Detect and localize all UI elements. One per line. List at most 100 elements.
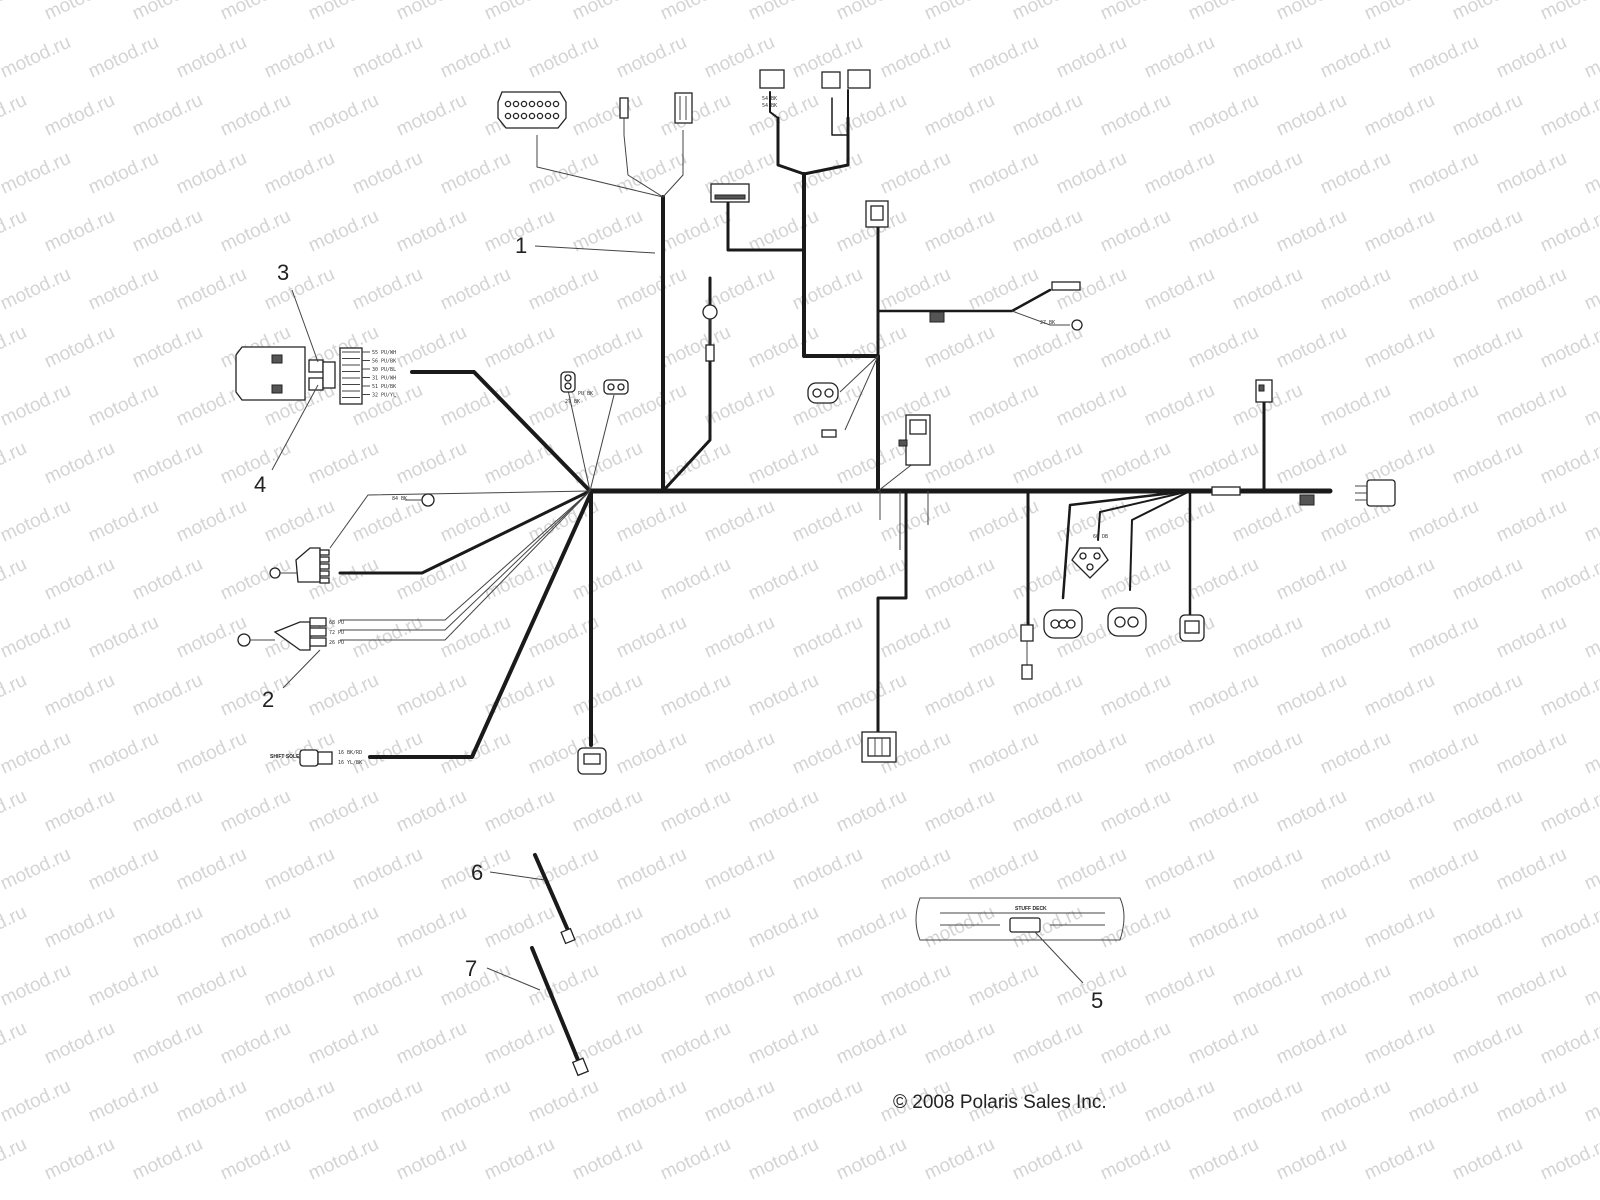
watermark-text: motod.ru	[0, 844, 74, 895]
watermark-text: motod.ru	[1185, 0, 1262, 25]
right-ring-wire-label: 27 BK	[1040, 320, 1055, 326]
callout-layer: 1 3 4 2 6 7 5	[254, 233, 1103, 1013]
watermark-text: motod.ru	[349, 496, 426, 547]
watermark-text: motod.ru	[877, 264, 954, 315]
watermark-text: motod.ru	[261, 496, 338, 547]
watermark-text: motod.ru	[613, 1076, 690, 1127]
watermark-text: motod.ru	[393, 322, 470, 373]
watermark-text: motod.ru	[569, 902, 646, 953]
watermark-text: motod.ru	[85, 264, 162, 315]
watermark-text: motod.ru	[437, 612, 514, 663]
watermark-text: motod.ru	[569, 0, 646, 25]
callout-3: 3	[277, 260, 289, 285]
watermark-text: motod.ru	[481, 902, 558, 953]
fan-thin-4	[567, 389, 591, 492]
watermark-text: motod.ru	[1581, 1076, 1600, 1127]
watermark-text: motod.ru	[613, 612, 690, 663]
watermark-text: motod.ru	[1449, 670, 1526, 721]
watermark-text: motod.ru	[1141, 148, 1218, 199]
watermark-text: motod.ru	[833, 670, 910, 721]
watermark-text: motod.ru	[85, 32, 162, 83]
watermark-text: motod.ru	[657, 902, 734, 953]
watermark-text: motod.ru	[0, 264, 74, 315]
watermark-text: motod.ru	[1141, 380, 1218, 431]
watermark-text: motod.ru	[1449, 90, 1526, 141]
watermark-text: motod.ru	[1361, 0, 1438, 25]
connector-pin	[536, 100, 544, 108]
relay-left: 54 BK 54 BK	[759, 69, 785, 109]
relay-arm-left-up	[769, 91, 779, 119]
watermark-text: motod.ru	[85, 728, 162, 779]
watermark-text: motod.ru	[701, 960, 778, 1011]
watermark-text: motod.ru	[1141, 1076, 1218, 1127]
watermark-text: motod.ru	[1493, 148, 1570, 199]
watermark-text: motod.ru	[657, 0, 734, 25]
watermark-text: motod.ru	[525, 1076, 602, 1127]
shift-wire-label-2: 16 YL/BK	[338, 760, 362, 766]
ground-splice-connector	[269, 547, 330, 584]
watermark-text: motod.ru	[305, 0, 382, 25]
watermark-text: motod.ru	[1185, 90, 1262, 141]
watermark-text: motod.ru	[1405, 264, 1482, 315]
watermark-text: motod.ru	[129, 902, 206, 953]
watermark-text: motod.ru	[1141, 728, 1218, 779]
watermark-text: motod.ru	[41, 786, 118, 837]
watermark-text: motod.ru	[0, 960, 74, 1011]
watermark-text: motod.ru	[877, 32, 954, 83]
watermark-text: motod.ru	[613, 960, 690, 1011]
watermark-text: motod.ru	[1097, 0, 1174, 25]
watermark-text: motod.ru	[1581, 496, 1600, 547]
sensor-connector-small	[1179, 614, 1205, 642]
watermark-text: motod.ru	[613, 728, 690, 779]
watermark-text: motod.ru	[1053, 844, 1130, 895]
watermark-text: motod.ru	[701, 496, 778, 547]
watermark-text: motod.ru	[305, 206, 382, 257]
watermark-text: motod.ru	[1493, 960, 1570, 1011]
watermark-text: motod.ru	[217, 0, 294, 25]
watermark-text: motod.ru	[393, 90, 470, 141]
watermark-text: motod.ru	[1537, 1018, 1600, 1069]
watermark-text: motod.ru	[1361, 786, 1438, 837]
watermark-text: motod.ru	[745, 786, 822, 837]
callout-7: 7	[465, 956, 477, 981]
watermark-text: motod.ru	[569, 1134, 646, 1185]
watermark-text: motod.ru	[1273, 902, 1350, 953]
watermark-text: motod.ru	[1009, 206, 1086, 257]
sensor-connector-oval-1	[1043, 609, 1083, 639]
small-conn-label-2: 27 BK	[565, 399, 580, 405]
watermark-text: motod.ru	[1053, 32, 1130, 83]
sensor-wire-label: 66 DB	[1093, 534, 1108, 540]
watermark-text: motod.ru	[1537, 554, 1600, 605]
watermark-text: motod.ru	[1493, 1076, 1570, 1127]
watermark-text: motod.ru	[877, 496, 954, 547]
relay-middle	[821, 71, 841, 89]
watermark-text: motod.ru	[789, 496, 866, 547]
watermark-text: motod.ru	[613, 844, 690, 895]
watermark-text: motod.ru	[1493, 380, 1570, 431]
watermark-text: motod.ru	[1229, 1076, 1306, 1127]
watermark-text: motod.ru	[921, 902, 998, 953]
watermark-text: motod.ru	[921, 1134, 998, 1185]
branch-right-ring-lower	[1011, 310, 1070, 326]
watermark-text: motod.ru	[877, 960, 954, 1011]
watermark-text: motod.ru	[261, 32, 338, 83]
watermark-text: motod.ru	[1405, 960, 1482, 1011]
watermark-text: motod.ru	[0, 32, 74, 83]
watermark-text: motod.ru	[349, 1076, 426, 1127]
connector-pin	[504, 112, 512, 120]
watermark-text: motod.ru	[1273, 322, 1350, 373]
watermark-text: motod.ru	[1537, 322, 1600, 373]
watermark-text: motod.ru	[349, 844, 426, 895]
watermark-text: motod.ru	[657, 1018, 734, 1069]
callout-2: 2	[262, 687, 274, 712]
watermark-text: motod.ru	[833, 90, 910, 141]
watermark-text: motod.ru	[1097, 438, 1174, 489]
ground-ring-terminal: 84 BK	[392, 493, 435, 507]
watermark-text: motod.ru	[1097, 1134, 1174, 1185]
watermark-text: motod.ru	[0, 206, 30, 257]
lead-small-fuse	[844, 355, 879, 431]
watermark-text: motod.ru	[1405, 612, 1482, 663]
watermark-text: motod.ru	[1317, 844, 1394, 895]
watermark-text: motod.ru	[129, 1018, 206, 1069]
fan-thin-6	[329, 490, 591, 549]
